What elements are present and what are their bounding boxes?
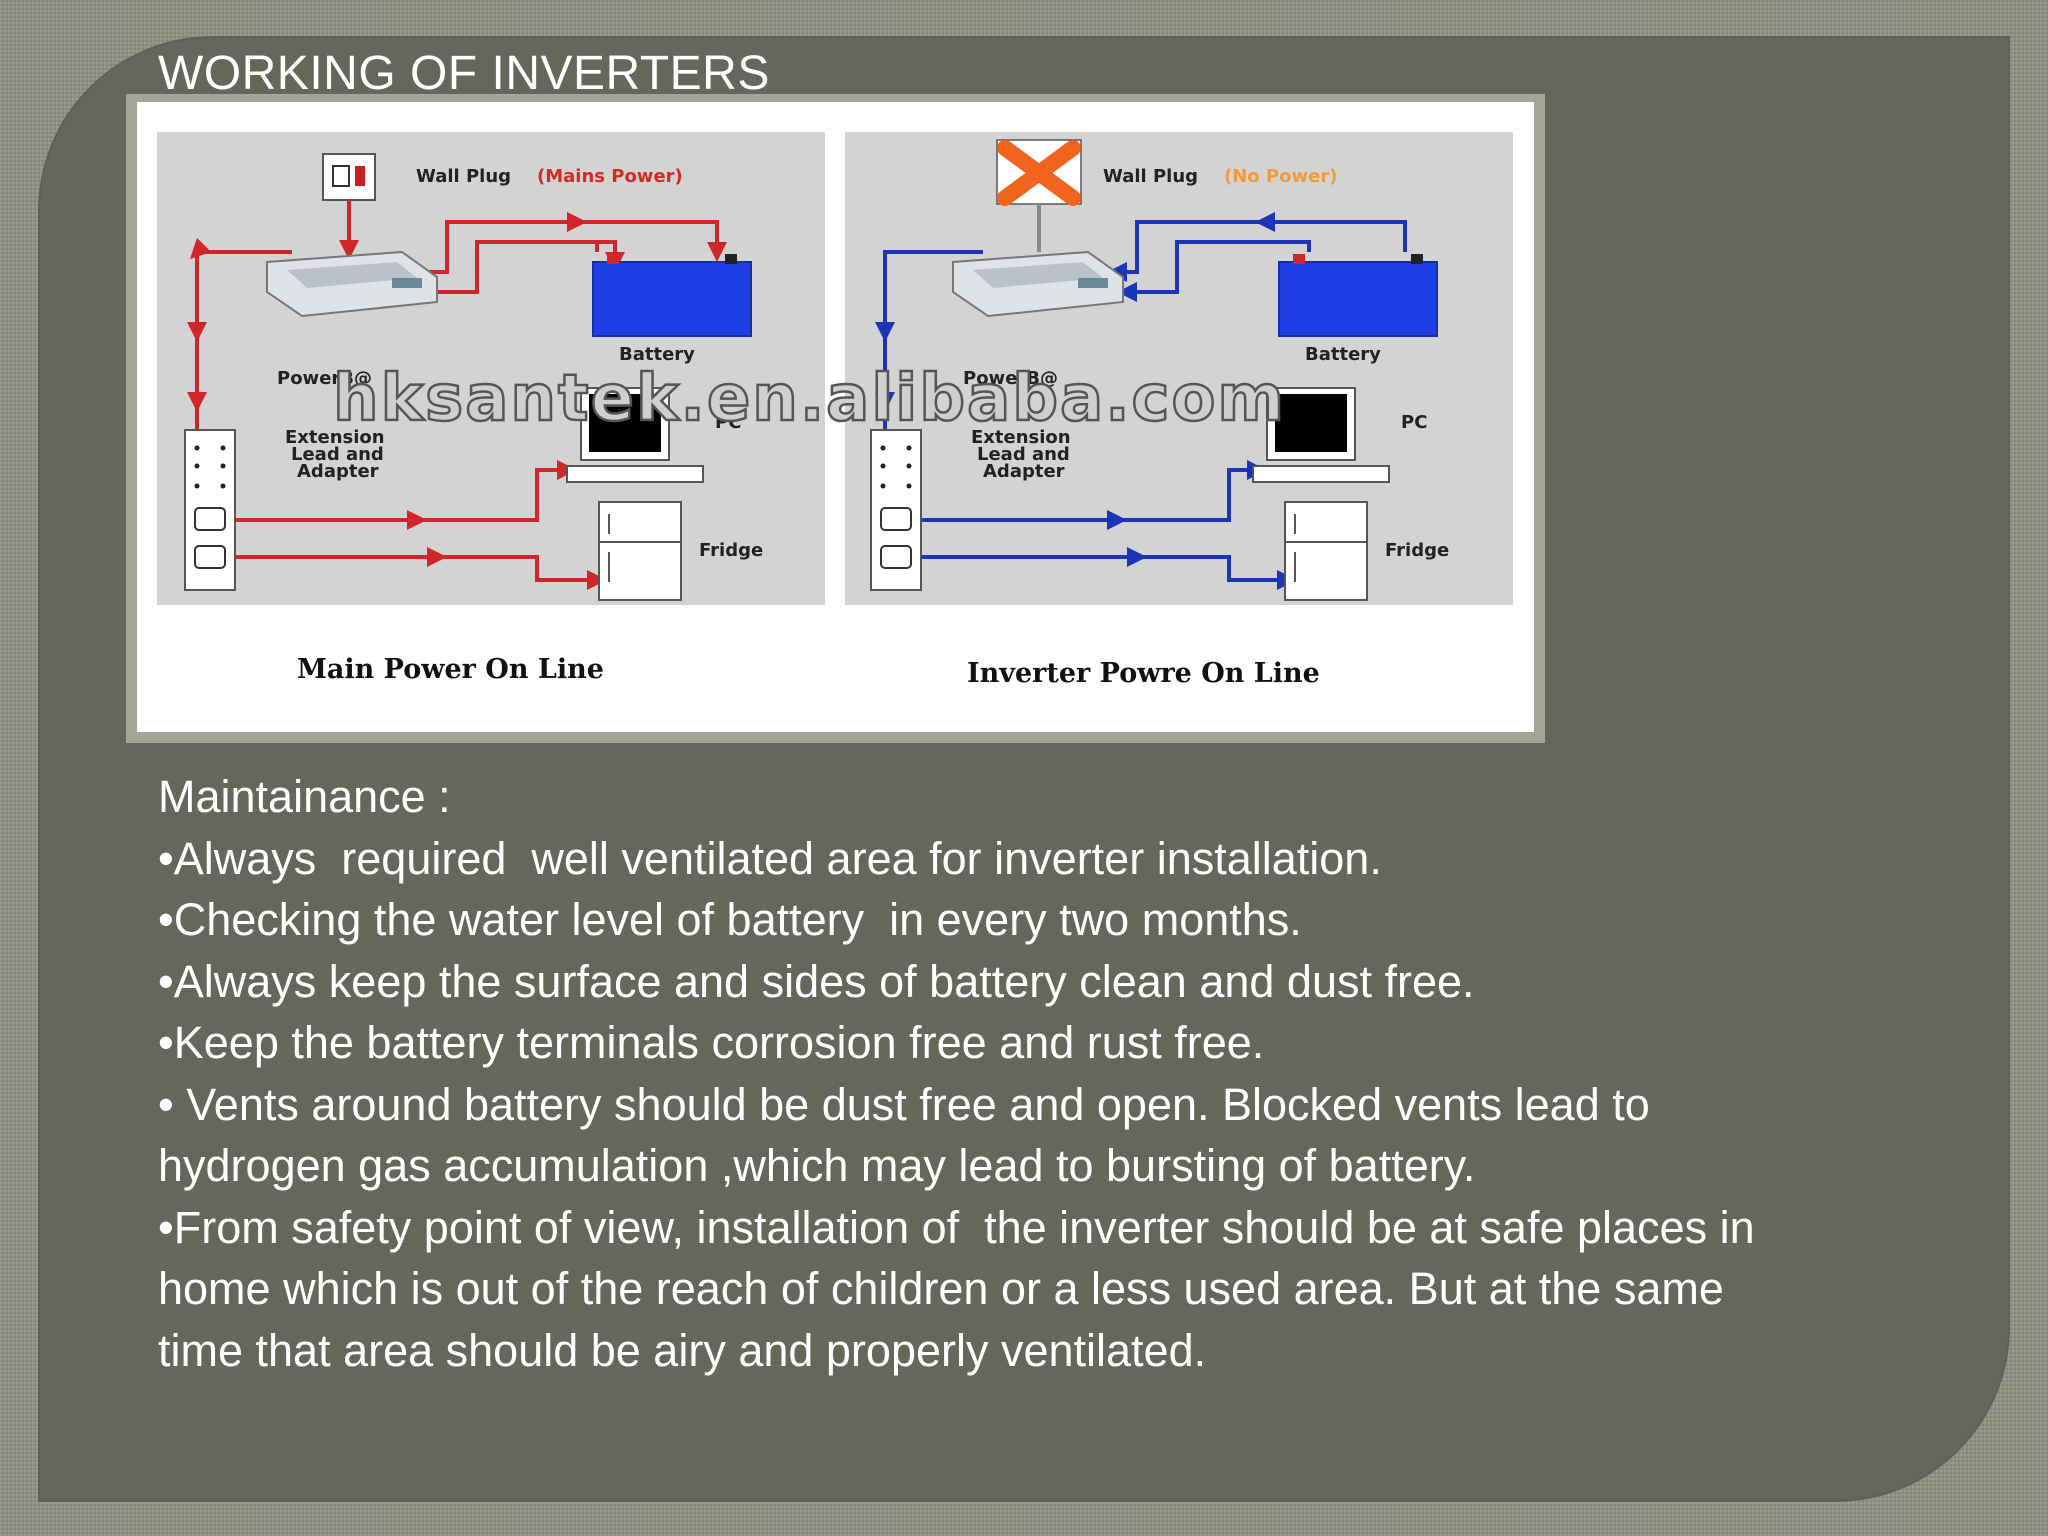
right-battery-label: Battery [1305, 344, 1381, 365]
left-pc-label: PC [715, 412, 741, 433]
right-pc-label: PC [1401, 412, 1427, 433]
maintenance-item: •Always keep the surface and sides of ba… [158, 955, 1475, 1007]
right-inverter-label: PowerB@ [963, 368, 1058, 389]
right-panel: Wall Plug (No Power) [845, 132, 1513, 689]
right-extension-line-1: Extension [971, 427, 1071, 448]
right-extension-line-3: Adapter [983, 461, 1065, 482]
figure-frame: Wall Plug (Mains Power) [126, 94, 1545, 743]
left-panel: Wall Plug (Mains Power) [157, 132, 825, 685]
maintenance-item: •From safety point of view, installation… [158, 1201, 1768, 1376]
left-inverter-label: PowerB@ [277, 368, 372, 389]
left-extension-line-3: Adapter [297, 461, 379, 482]
extension-strip-right [870, 429, 922, 591]
right-wall-plug-status: (No Power) [1224, 166, 1337, 187]
left-extension-line-2: Lead and [291, 444, 384, 465]
right-wall-plug-label: Wall Plug [1103, 166, 1198, 187]
inverter-device-left [266, 250, 438, 318]
wall-plug-icon [322, 153, 376, 201]
maintenance-heading: Maintainance : [158, 771, 451, 822]
left-wall-plug-status: (Mains Power) [537, 166, 683, 187]
left-caption: Main Power On Line [297, 654, 604, 685]
maintenance-item: • Vents around battery should be dust fr… [158, 1078, 1663, 1192]
maintenance-section: Maintainance : •Always required well ven… [158, 766, 1798, 1381]
left-wall-plug-label: Wall Plug [416, 166, 511, 187]
left-panel-bg [157, 132, 825, 605]
fridge-icon-left [598, 501, 682, 601]
battery-right [1278, 254, 1438, 337]
left-battery-label: Battery [619, 344, 695, 365]
maintenance-item: •Checking the water level of battery in … [158, 894, 1302, 945]
pc-icon-right [1252, 387, 1390, 483]
right-extension-line-2: Lead and [977, 444, 1070, 465]
battery-left [592, 254, 752, 337]
no-power-x-icon [996, 139, 1082, 252]
maintenance-item: •Keep the battery terminals corrosion fr… [158, 1017, 1265, 1068]
pc-icon-left [566, 387, 704, 483]
fridge-icon-right [1284, 501, 1368, 601]
maintenance-item: •Always required well ventilated area fo… [158, 832, 1382, 884]
left-extension-line-1: Extension [285, 427, 385, 448]
watermark: hksantek.en.alibaba.com [333, 362, 1286, 436]
right-panel-bg [845, 132, 1513, 605]
slide-title: WORKING OF INVERTERS [158, 47, 770, 100]
inverter-wiring [875, 212, 1407, 590]
left-fridge-label: Fridge [699, 540, 763, 561]
extension-strip-left [184, 429, 236, 591]
inverter-diagram: Wall Plug (Mains Power) [137, 102, 1534, 732]
mains-wiring [187, 200, 727, 590]
inverter-device-right [952, 250, 1124, 318]
right-caption: Inverter Powre On Line [967, 658, 1320, 689]
right-fridge-label: Fridge [1385, 540, 1449, 561]
